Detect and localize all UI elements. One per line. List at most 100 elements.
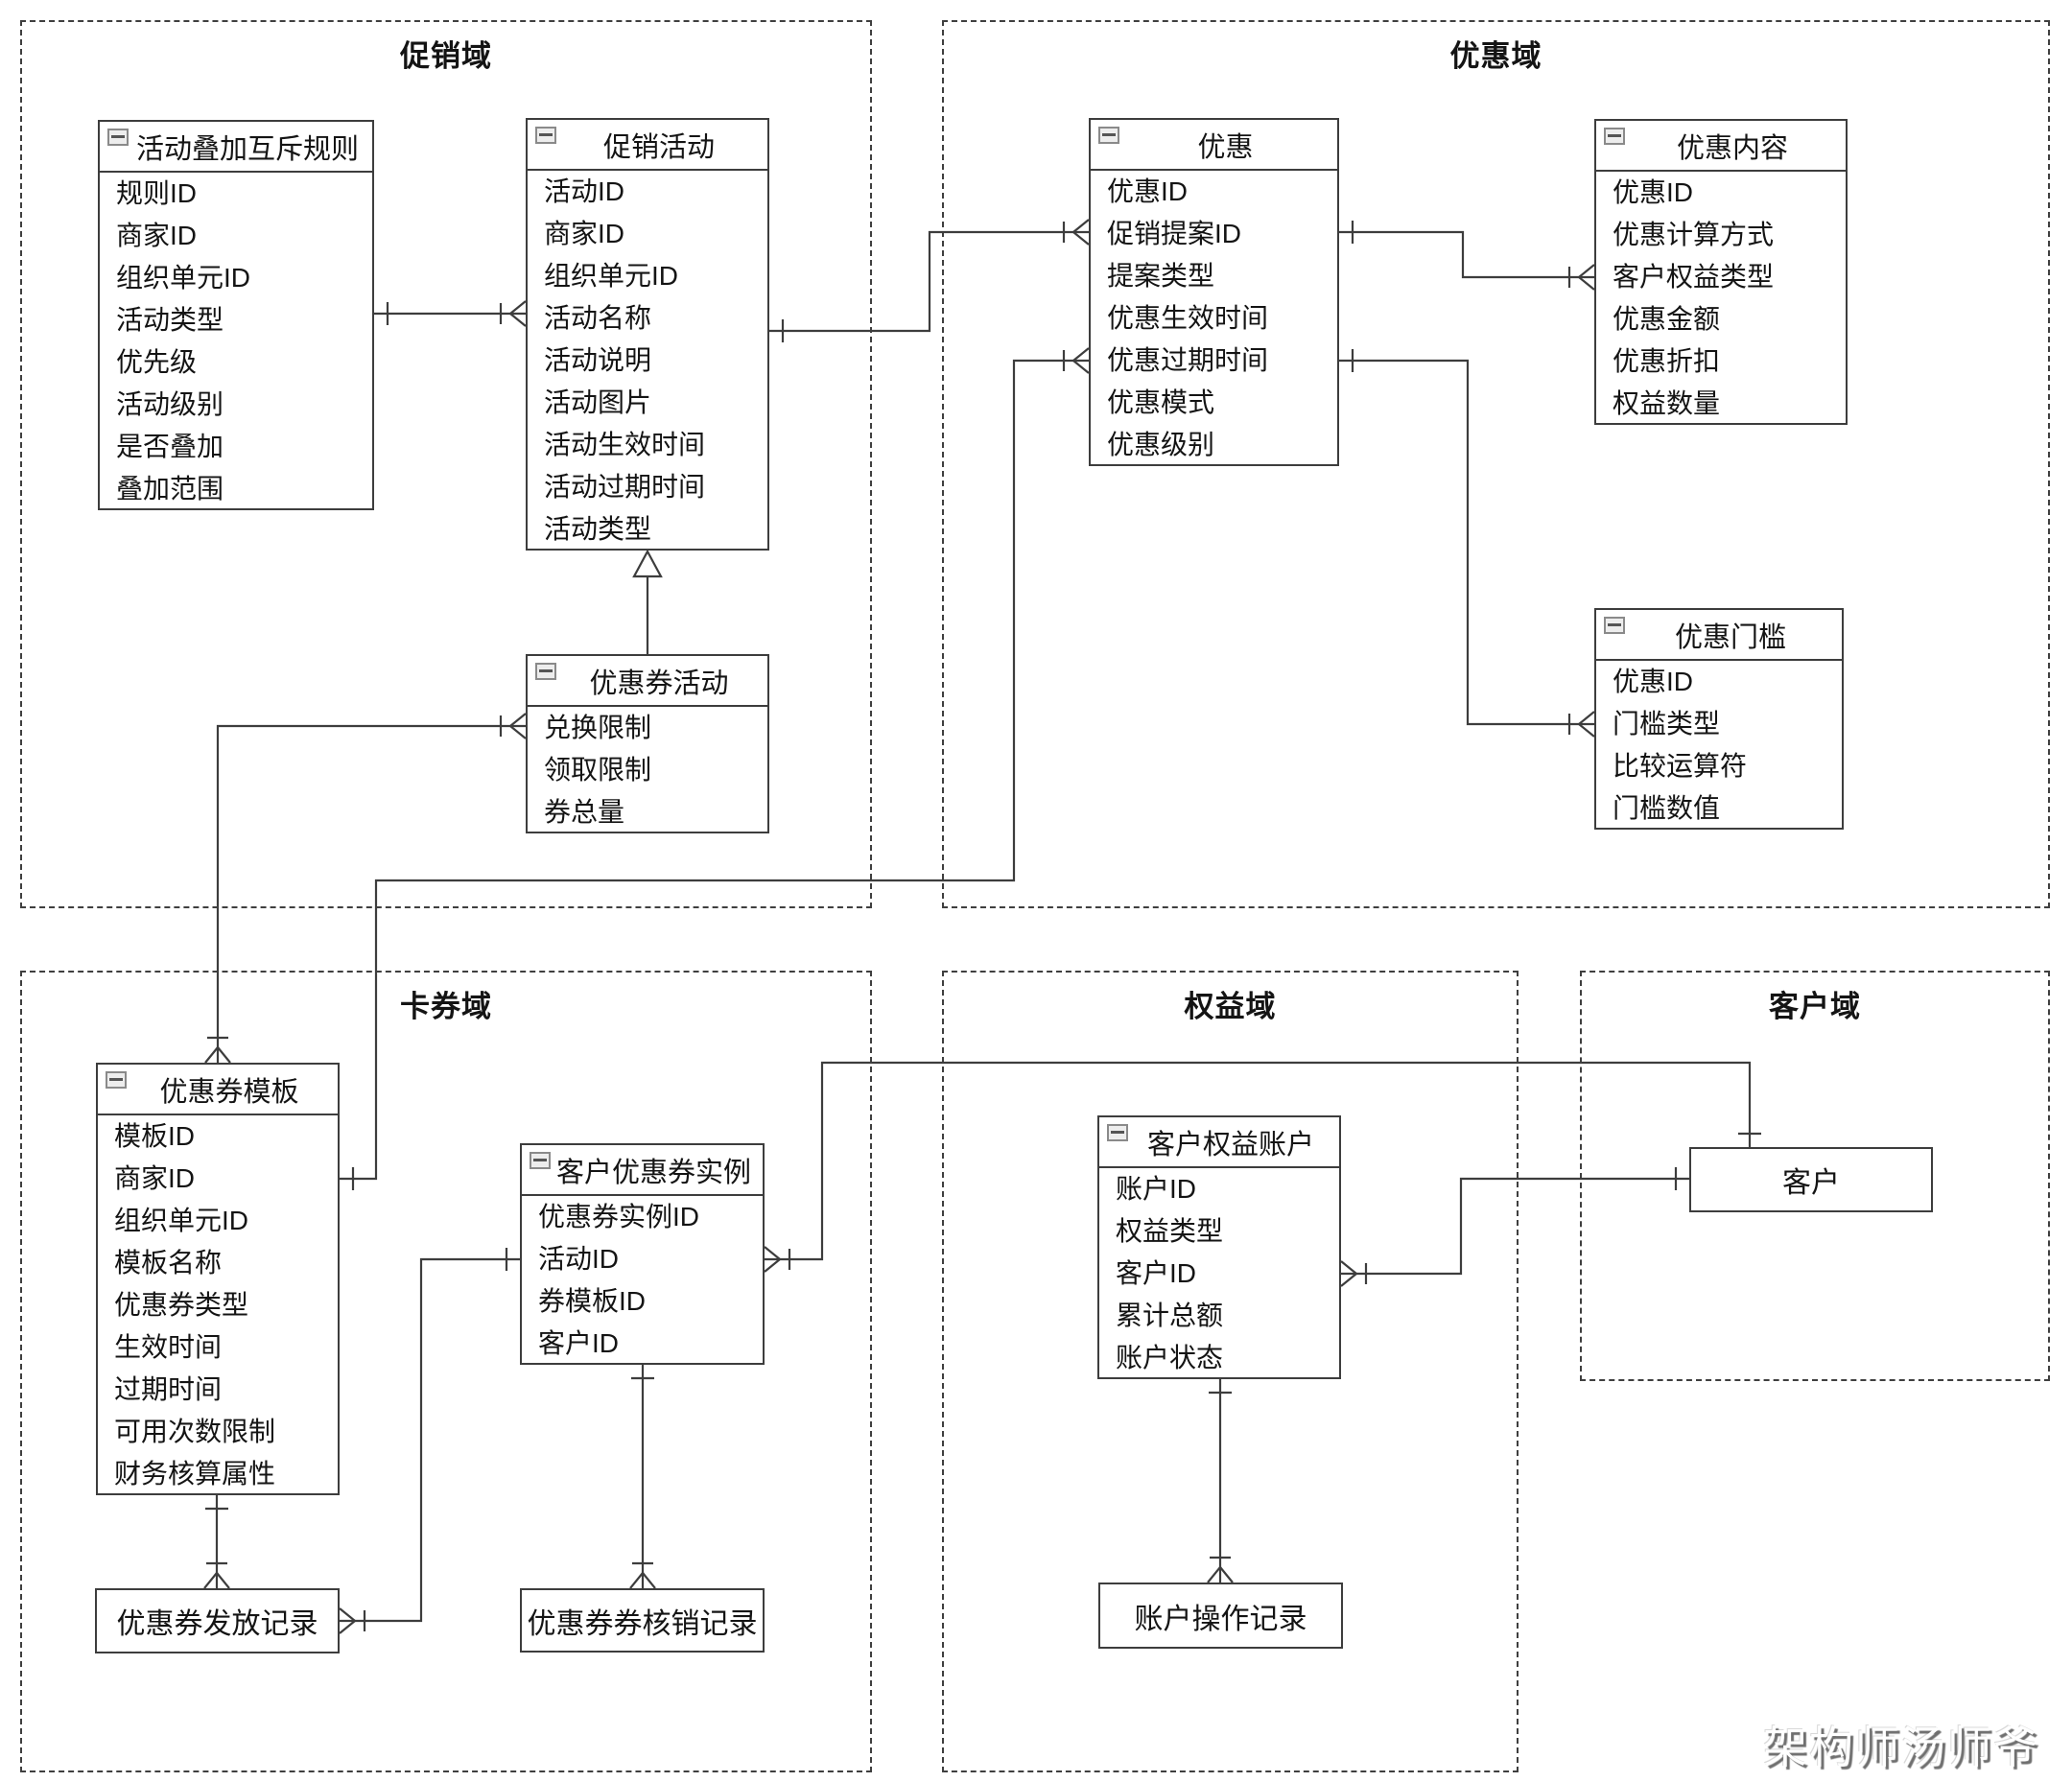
entity-coupon-activity[interactable]: 优惠券活动 兑换限制 领取限制 券总量 — [526, 654, 769, 833]
field: 提案类型 — [1107, 261, 1215, 291]
field: 账户ID — [1116, 1174, 1197, 1204]
entity-stack-rule[interactable]: 活动叠加互斥规则 规则ID 商家ID 组织单元ID 活动类型 优先级 活动级别 … — [98, 120, 374, 510]
field: 规则ID — [116, 178, 198, 208]
domain-coupon: 卡券域 — [20, 971, 872, 1772]
field: 商家ID — [544, 219, 625, 248]
collapse-icon[interactable] — [107, 129, 129, 146]
field: 财务核算属性 — [114, 1459, 276, 1489]
field: 门槛类型 — [1613, 709, 1721, 739]
field: 优惠ID — [1613, 177, 1694, 207]
field-list: 优惠券实例ID 活动ID 券模板ID 客户ID — [522, 1196, 763, 1365]
field: 活动说明 — [544, 345, 652, 375]
box-label: 账户操作记录 — [1134, 1603, 1307, 1635]
domain-label-promotion: 促销域 — [400, 39, 492, 73]
field: 累计总额 — [1116, 1301, 1224, 1330]
entity-discount[interactable]: 优惠 优惠ID 促销提案ID 提案类型 优惠生效时间 优惠过期时间 优惠模式 优… — [1089, 118, 1339, 466]
field: 生效时间 — [114, 1332, 223, 1362]
domain-discount: 优惠域 — [942, 20, 2050, 908]
entity-title: 优惠内容 — [1676, 132, 1788, 164]
field: 优惠券实例ID — [538, 1202, 700, 1231]
field: 商家ID — [114, 1163, 196, 1193]
box-account-op-record[interactable]: 账户操作记录 — [1098, 1583, 1343, 1649]
entity-coupon-instance[interactable]: 客户优惠券实例 优惠券实例ID 活动ID 券模板ID 客户ID — [520, 1143, 765, 1365]
field: 过期时间 — [114, 1374, 223, 1404]
field: 客户ID — [1116, 1258, 1197, 1288]
field: 活动类型 — [544, 514, 652, 544]
field: 组织单元ID — [116, 263, 251, 293]
rel-instance-issue — [339, 1248, 520, 1634]
field: 优惠过期时间 — [1107, 345, 1269, 375]
field: 优惠券类型 — [114, 1290, 249, 1320]
box-verify-record[interactable]: 优惠券券核销记录 — [520, 1588, 765, 1653]
domain-label-customer: 客户域 — [1769, 990, 1861, 1023]
field: 优惠折扣 — [1613, 346, 1721, 376]
collapse-icon[interactable] — [535, 663, 556, 680]
entity-promo-activity[interactable]: 促销活动 活动ID 商家ID 组织单元ID 活动名称 活动说明 活动图片 活动生… — [526, 118, 769, 551]
field-list: 账户ID 权益类型 客户ID 累计总额 账户状态 — [1099, 1168, 1339, 1379]
collapse-icon[interactable] — [106, 1071, 127, 1089]
field: 活动名称 — [544, 303, 652, 333]
domain-customer: 客户域 — [1580, 971, 2050, 1381]
entity-title: 优惠券模板 — [159, 1076, 299, 1108]
field: 券总量 — [544, 797, 625, 827]
collapse-icon[interactable] — [1604, 128, 1625, 145]
entity-coupon-template[interactable]: 优惠券模板 模板ID 商家ID 组织单元ID 模板名称 优惠券类型 生效时间 过… — [96, 1063, 340, 1495]
box-label: 客户 — [1782, 1167, 1840, 1199]
field: 兑换限制 — [544, 713, 652, 742]
field: 优惠金额 — [1613, 304, 1721, 334]
collapse-icon[interactable] — [1107, 1124, 1128, 1141]
field-list: 优惠ID 促销提案ID 提案类型 优惠生效时间 优惠过期时间 优惠模式 优惠级别 — [1091, 171, 1337, 466]
domain-label-coupon: 卡券域 — [400, 990, 492, 1023]
field: 优先级 — [116, 347, 198, 377]
field: 优惠计算方式 — [1613, 220, 1775, 249]
collapse-icon[interactable] — [530, 1152, 551, 1169]
domain-promotion: 促销域 — [20, 20, 872, 908]
entity-title: 活动叠加互斥规则 — [135, 133, 359, 165]
box-label: 优惠券券核销记录 — [527, 1607, 758, 1640]
field: 活动过期时间 — [544, 472, 706, 502]
collapse-icon[interactable] — [535, 127, 556, 144]
entity-title: 优惠 — [1197, 131, 1254, 163]
entity-header: 优惠券活动 — [528, 656, 767, 707]
entity-header: 活动叠加互斥规则 — [100, 122, 372, 173]
domain-label-rights: 权益域 — [1184, 990, 1277, 1023]
entity-header: 客户权益账户 — [1099, 1117, 1339, 1168]
entity-header: 优惠内容 — [1596, 121, 1846, 172]
field: 优惠ID — [1107, 176, 1189, 206]
field: 权益类型 — [1116, 1216, 1224, 1246]
rel-discount-content — [1339, 221, 1595, 291]
field: 模板名称 — [114, 1248, 223, 1278]
box-issue-record[interactable]: 优惠券发放记录 — [95, 1588, 340, 1653]
rel-discount-threshold — [1339, 349, 1595, 738]
field: 是否叠加 — [116, 432, 224, 461]
collapse-icon[interactable] — [1604, 617, 1625, 634]
field: 活动级别 — [116, 389, 224, 419]
field: 账户状态 — [1116, 1343, 1224, 1372]
entity-discount-content[interactable]: 优惠内容 优惠ID 优惠计算方式 客户权益类型 优惠金额 优惠折扣 权益数量 — [1594, 119, 1848, 425]
rel-template-issue — [203, 1495, 230, 1589]
box-customer[interactable]: 客户 — [1689, 1147, 1933, 1212]
field: 模板ID — [114, 1121, 196, 1151]
collapse-icon[interactable] — [1098, 127, 1119, 144]
domain-rights: 权益域 — [942, 971, 1519, 1772]
field: 领取限制 — [544, 755, 652, 785]
field: 活动生效时间 — [544, 430, 706, 459]
rel-activity-discount — [769, 219, 1090, 342]
domain-label-discount: 优惠域 — [1449, 39, 1542, 73]
entity-rights-account[interactable]: 客户权益账户 账户ID 权益类型 客户ID 累计总额 账户状态 — [1097, 1115, 1341, 1379]
field-list: 活动ID 商家ID 组织单元ID 活动名称 活动说明 活动图片 活动生效时间 活… — [528, 171, 767, 551]
field: 组织单元ID — [114, 1206, 249, 1235]
rel-instance-customer — [764, 1061, 1761, 1273]
entity-discount-threshold[interactable]: 优惠门槛 优惠ID 门槛类型 比较运算符 门槛数值 — [1594, 608, 1844, 830]
field: 券模板ID — [538, 1286, 647, 1316]
entity-title: 优惠门槛 — [1674, 621, 1786, 653]
field: 优惠生效时间 — [1107, 303, 1269, 333]
field: 活动类型 — [116, 305, 224, 335]
field-list: 优惠ID 优惠计算方式 客户权益类型 优惠金额 优惠折扣 权益数量 — [1596, 172, 1846, 425]
field: 客户权益类型 — [1613, 262, 1775, 292]
field: 活动ID — [538, 1244, 620, 1274]
entity-title: 客户优惠券实例 — [555, 1157, 751, 1188]
rel-activity-generalize — [632, 549, 663, 654]
